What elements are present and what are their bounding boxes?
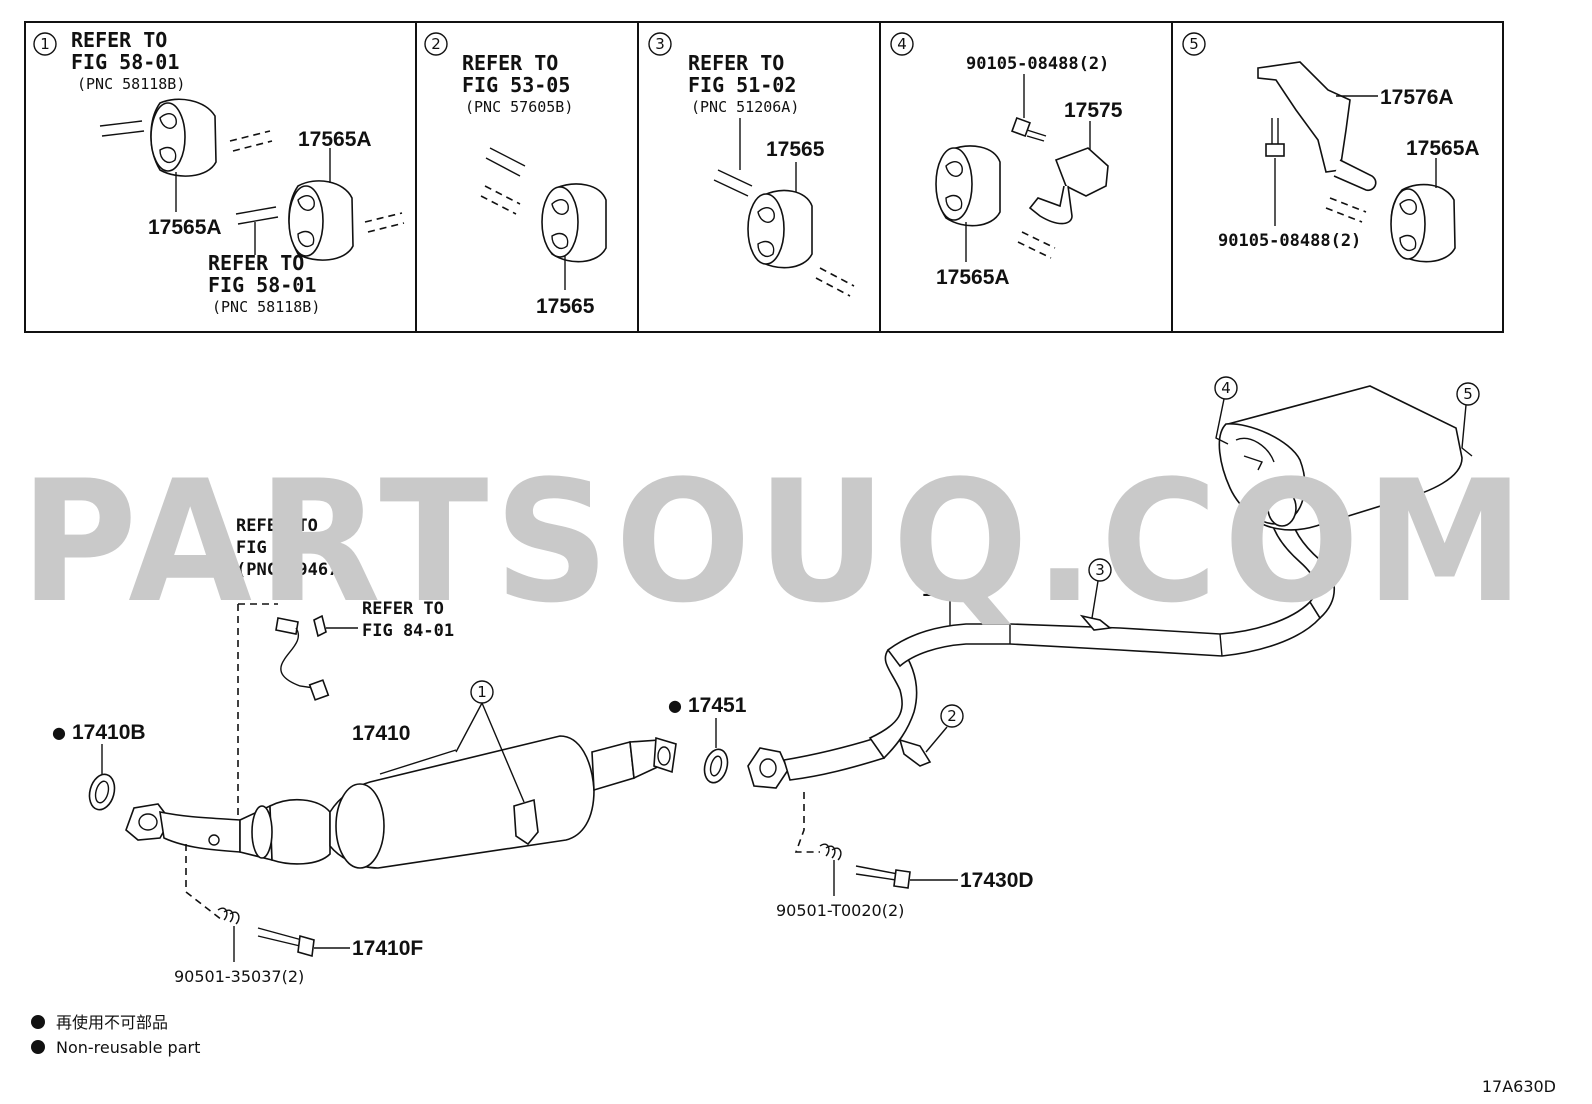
non-reusable-marker: ● <box>52 723 66 742</box>
part-number: 17565A <box>936 266 1010 289</box>
watermark: PARTSOUQ.COM <box>20 444 1530 640</box>
spring-icon <box>819 843 842 861</box>
muffler-icon <box>1218 385 1463 531</box>
spring-icon <box>217 907 240 925</box>
part-number: 17565A <box>148 216 222 239</box>
non-reusable-marker: ● <box>668 696 682 715</box>
panel-index: 5 <box>1189 35 1199 53</box>
refer-pnc-label: (PNC 58118B) <box>212 298 320 316</box>
exhaust-insulator-icon <box>747 189 813 269</box>
refer-fig-label: FIG 53-05 <box>462 73 570 97</box>
part-number: 17410B <box>72 721 146 744</box>
panel-index-badge <box>890 32 914 56</box>
detail-panel-2: 2 REFER TO FIG 53-05 (PNC 57605B) 17565 <box>424 32 607 318</box>
callout-index: 1 <box>477 683 487 701</box>
legend-label-en: Non-reusable part <box>56 1038 200 1057</box>
exhaust-insulator-icon <box>935 145 1001 227</box>
callout-badge <box>1088 558 1112 582</box>
detail-panel-3: 3 REFER TO FIG 51-02 (PNC 51206A) 17565 <box>648 32 855 297</box>
part-number: 17430 <box>922 578 980 601</box>
hanger-rod-icon <box>99 120 273 152</box>
part-number: 17451 <box>688 694 747 717</box>
part-number: 17410 <box>352 722 410 745</box>
exhaust-insulator-icon <box>288 180 354 261</box>
detail-panel-4: 4 90105-08488(2) 17575 17565A <box>890 32 1123 289</box>
refer-fig-label: FIG 58-01 <box>71 50 179 74</box>
refer-fig-label: FIG 84-01 <box>236 538 328 558</box>
refer-fig-label: FIG 51-02 <box>688 73 796 97</box>
panel-index: 3 <box>655 35 665 53</box>
part-number: 17575 <box>1064 99 1123 122</box>
refer-pnc-label: (PNC 89467C) <box>236 560 359 580</box>
callout-badge <box>1214 376 1238 400</box>
part-number: 17565A <box>298 128 372 151</box>
panel-index-badge <box>424 32 448 56</box>
refer-to-label: REFER TO <box>462 51 558 75</box>
refer-pnc-label: (PNC 57605B) <box>465 98 573 116</box>
panel-index-badge <box>648 32 672 56</box>
gasket-icon <box>88 773 116 811</box>
part-number: 17565 <box>766 138 825 161</box>
callout-index: 4 <box>1221 379 1231 397</box>
bolt-icon <box>257 927 315 958</box>
detail-panels-frame <box>24 21 1504 333</box>
refer-to-label: REFER TO <box>236 516 318 536</box>
part-number: 17565A <box>1406 137 1480 160</box>
detail-panel-1: 1 REFER TO FIG 58-01 (PNC 58118B) 17565A… <box>33 28 405 316</box>
exhaust-insulator-icon <box>1390 183 1456 263</box>
detail-panel-5: 5 17576A 90105-08488(2) 17565A <box>1182 32 1480 263</box>
refer-fig-label: FIG 84-01 <box>362 621 454 641</box>
refer-fig-label: FIG 58-01 <box>208 273 316 297</box>
part-number: 90501-35037(2) <box>174 967 304 986</box>
exhaust-insulator-icon <box>150 98 217 177</box>
diagram-code: 17A630D <box>1482 1077 1556 1096</box>
part-number: 17430D <box>960 869 1034 892</box>
main-assembly: REFER TO FIG 84-01 (PNC 89467C) REFER TO… <box>52 376 1480 986</box>
front-exhaust-pipe-icon <box>125 735 677 869</box>
part-number: 17410F <box>352 937 423 960</box>
refer-pnc-label: (PNC 51206A) <box>691 98 799 116</box>
bolt-icon <box>855 865 911 889</box>
part-number: 17576A <box>1380 86 1454 109</box>
legend-label-ja: 再使用不可部品 <box>56 1013 168 1032</box>
panel-index: 4 <box>897 35 907 53</box>
refer-to-label: REFER TO <box>362 599 444 619</box>
refer-to-label: REFER TO <box>71 28 167 52</box>
hanger-bracket-icon <box>1257 61 1377 192</box>
gasket-icon <box>703 748 729 784</box>
panel-index-badge <box>1182 32 1206 56</box>
refer-pnc-label: (PNC 58118B) <box>77 75 185 93</box>
part-number: 17565 <box>536 295 595 318</box>
exhaust-insulator-icon <box>541 183 607 263</box>
legend-marker-icon <box>31 1040 45 1054</box>
oxygen-sensor-icon <box>275 614 330 701</box>
refer-to-label: REFER TO <box>208 251 304 275</box>
callout-index: 2 <box>947 707 957 725</box>
callout-badge <box>940 704 964 728</box>
callout-index: 3 <box>1095 561 1105 579</box>
legend: 再使用不可部品 Non-reusable part <box>31 1013 200 1057</box>
bolt-icon <box>1011 117 1047 142</box>
panel-index: 2 <box>431 35 441 53</box>
panel-index: 1 <box>40 35 50 53</box>
refer-to-label: REFER TO <box>688 51 784 75</box>
part-number: 90501-T0020(2) <box>776 901 904 920</box>
hanger-bracket-icon <box>1028 147 1109 225</box>
bolt-icon <box>1265 118 1285 157</box>
part-number: 90105-08488(2) <box>966 54 1109 74</box>
callout-badge <box>1456 382 1480 406</box>
panel-index-badge <box>33 32 57 56</box>
tail-pipe-icon <box>747 509 1335 789</box>
callout-index: 5 <box>1463 385 1473 403</box>
part-number: 90105-08488(2) <box>1218 231 1361 251</box>
legend-marker-icon <box>31 1015 45 1029</box>
